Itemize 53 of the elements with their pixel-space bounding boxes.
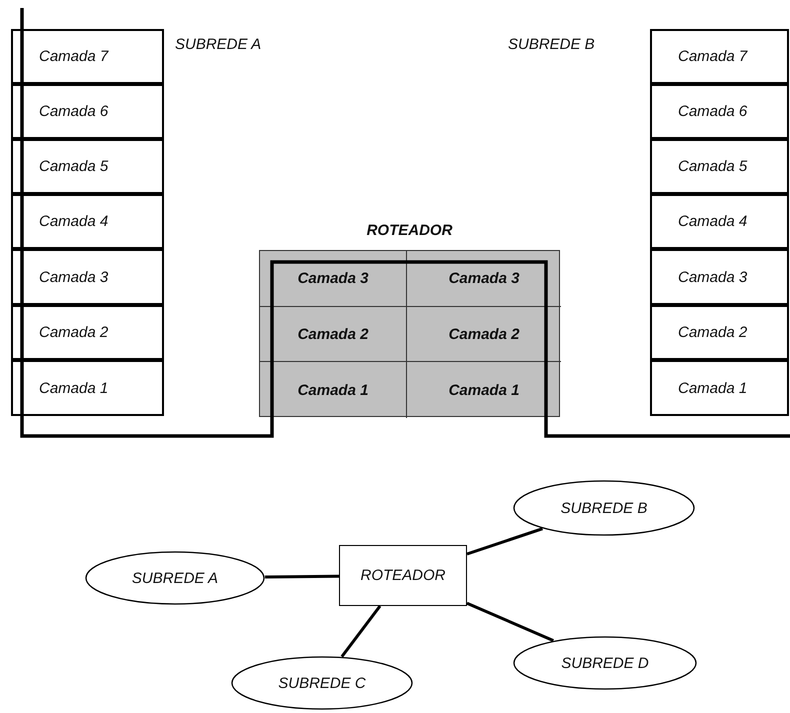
subnet-ellipse <box>231 656 413 710</box>
layer-label: Camada 1 <box>298 382 368 398</box>
layer-label: Camada 2 <box>678 324 748 341</box>
subnet-label: SUBREDE A <box>132 570 218 586</box>
layer-box <box>11 249 164 305</box>
layer-box <box>650 139 789 194</box>
subnet-label: SUBREDE C <box>278 674 366 692</box>
layer-label: Camada 6 <box>39 103 108 120</box>
subnet-label: SUBREDE A <box>175 36 262 53</box>
layer-box <box>650 194 789 249</box>
layer-label: Camada 3 <box>298 270 368 287</box>
layer-label: Camada 3 <box>678 268 748 286</box>
layer-label: Camada 7 <box>39 48 108 65</box>
layer-label: Camada 7 <box>678 48 748 65</box>
layer-box <box>650 305 789 360</box>
subnet-ellipse <box>513 636 697 690</box>
layer-label: Camada 1 <box>678 380 748 396</box>
layer-label: Camada 5 <box>39 158 108 175</box>
layer-box <box>650 29 789 84</box>
layer-box <box>11 29 164 84</box>
layer-label: Camada 2 <box>39 324 108 341</box>
layer-label: Camada 3 <box>448 270 520 287</box>
layer-label: Camada 3 <box>39 268 108 286</box>
layer-label: Camada 2 <box>298 326 368 342</box>
layer-box <box>11 305 164 360</box>
router-label: ROTEADOR <box>360 567 446 584</box>
layer-cell <box>260 307 407 362</box>
layer-cell <box>260 251 407 307</box>
layer-box <box>11 360 164 416</box>
layer-label: Camada 5 <box>678 158 748 175</box>
layer-label: Camada 4 <box>39 213 108 230</box>
layer-box <box>650 84 789 139</box>
layer-label: Camada 2 <box>448 326 520 342</box>
router-box <box>339 545 467 606</box>
layer-box <box>11 84 164 139</box>
layer-label: Camada 6 <box>678 103 748 120</box>
layer-label: Camada 1 <box>448 382 520 398</box>
connector-line <box>466 602 554 642</box>
connector-line <box>466 527 543 556</box>
subnet-ellipse <box>85 551 265 605</box>
layer-box <box>650 249 789 305</box>
layer-label: Camada 1 <box>39 380 108 396</box>
layer-box <box>11 194 164 249</box>
connector-line <box>340 605 382 658</box>
subnet-label: SUBREDE B <box>560 500 648 516</box>
subnet-label: SUBREDE B <box>508 36 595 53</box>
subnet-label: SUBREDE D <box>561 654 649 672</box>
router-heading: ROTEADOR <box>366 222 454 239</box>
layer-box <box>650 360 789 416</box>
layer-label: Camada 4 <box>678 213 748 230</box>
subnet-ellipse <box>513 480 695 536</box>
layer-box <box>11 139 164 194</box>
connector-line <box>264 574 340 579</box>
